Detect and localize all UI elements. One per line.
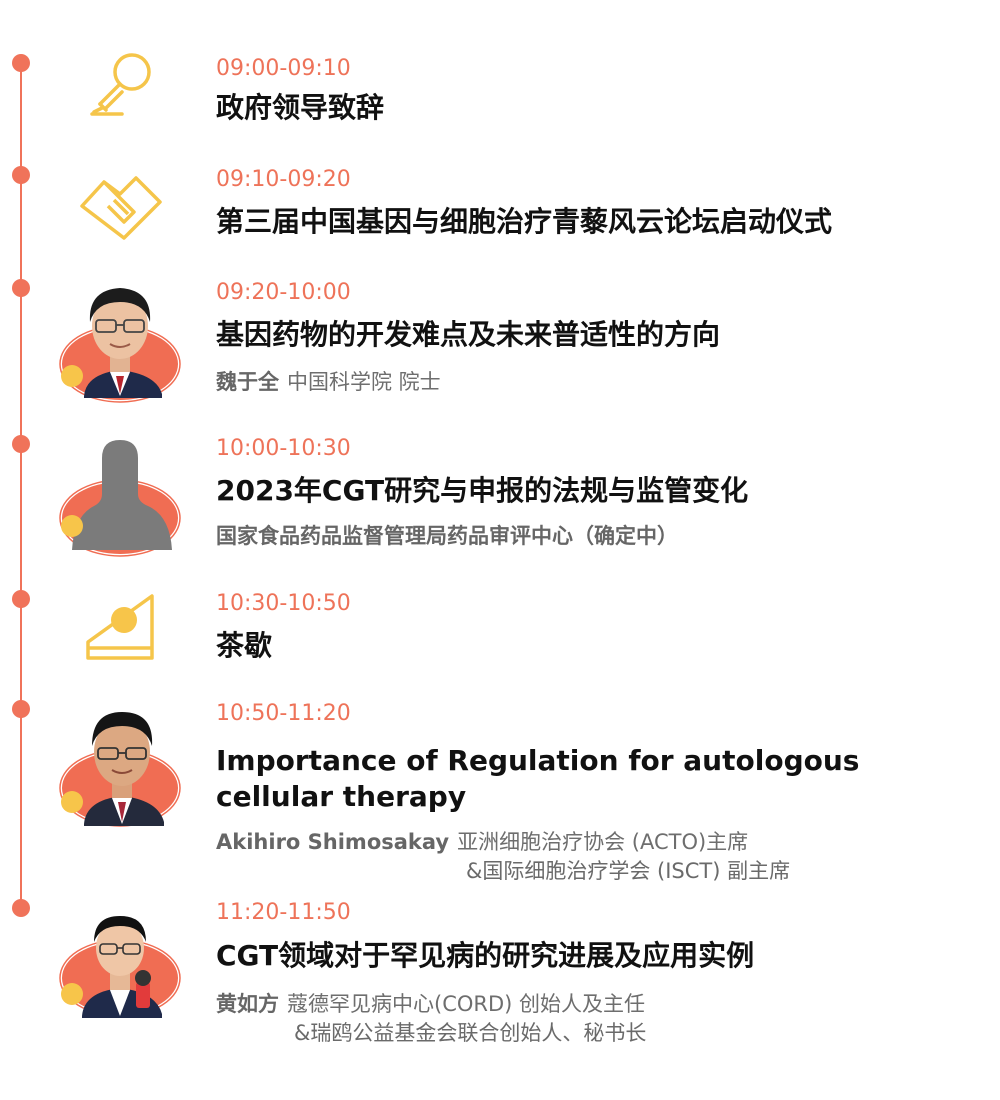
person-silhouette-icon [58,438,184,560]
speaker-name: 魏于全 [216,370,279,394]
speaker-line: 国家食品药品监督管理局药品审评中心（确定中） [216,522,678,551]
speaker-avatar [58,912,184,1024]
session-title: 政府领导致辞 [216,91,385,124]
session-title: 基因药物的开发难点及未来普适性的方向 [216,318,721,351]
session-time: 11:20-11:50 [216,900,351,925]
session-time: 10:30-10:50 [216,591,351,616]
handshake-icon [78,172,164,244]
timeline-dot [12,590,30,608]
speaker-line: 黄如方蔻德罕见病中心(CORD) 创始人及主任 [216,990,645,1019]
session-title: 2023年CGT研究与申报的法规与监管变化 [216,474,749,507]
speaker-org: 亚洲细胞治疗协会 (ACTO)主席 [457,830,749,854]
timeline-dot [12,435,30,453]
timeline-line [20,62,22,908]
session-time: 09:00-09:10 [216,56,351,81]
timeline-dot [12,700,30,718]
session-time: 10:00-10:30 [216,436,351,461]
speaker-name: 黄如方 [216,992,279,1016]
cake-icon [84,592,158,662]
timeline-dot [12,279,30,297]
session-time: 10:50-11:20 [216,701,351,726]
session-title: 茶歇 [216,629,273,662]
speaker-org-line2: &国际细胞治疗学会 (ISCT) 副主席 [466,859,791,883]
session-time: 09:10-09:20 [216,167,351,192]
session-title: CGT领域对于罕见病的研究进展及应用实例 [216,939,755,972]
speaker-name: Akihiro Shimosakay [216,830,450,854]
speaker-org: 蔻德罕见病中心(CORD) 创始人及主任 [287,992,646,1016]
session-title: Importance of Regulation for autologous … [216,744,860,813]
timeline-dot [12,54,30,72]
microphone-icon [82,50,158,120]
speaker-avatar [58,706,184,832]
speaker-line: Akihiro Shimosakay 亚洲细胞治疗协会 (ACTO)主席 [216,828,748,857]
speaker-avatar [58,276,184,406]
speaker-line: 魏于全中国科学院 院士 [216,368,441,397]
timeline-dot [12,166,30,184]
session-time: 09:20-10:00 [216,280,351,305]
speaker-org-line2: &瑞鸥公益基金会联合创始人、秘书长 [294,1021,647,1045]
timeline-dot [12,899,30,917]
speaker-org: 中国科学院 院士 [287,370,441,394]
session-title: 第三届中国基因与细胞治疗青藜风云论坛启动仪式 [216,205,833,238]
speaker-org: 国家食品药品监督管理局药品审评中心（确定中） [216,524,678,548]
